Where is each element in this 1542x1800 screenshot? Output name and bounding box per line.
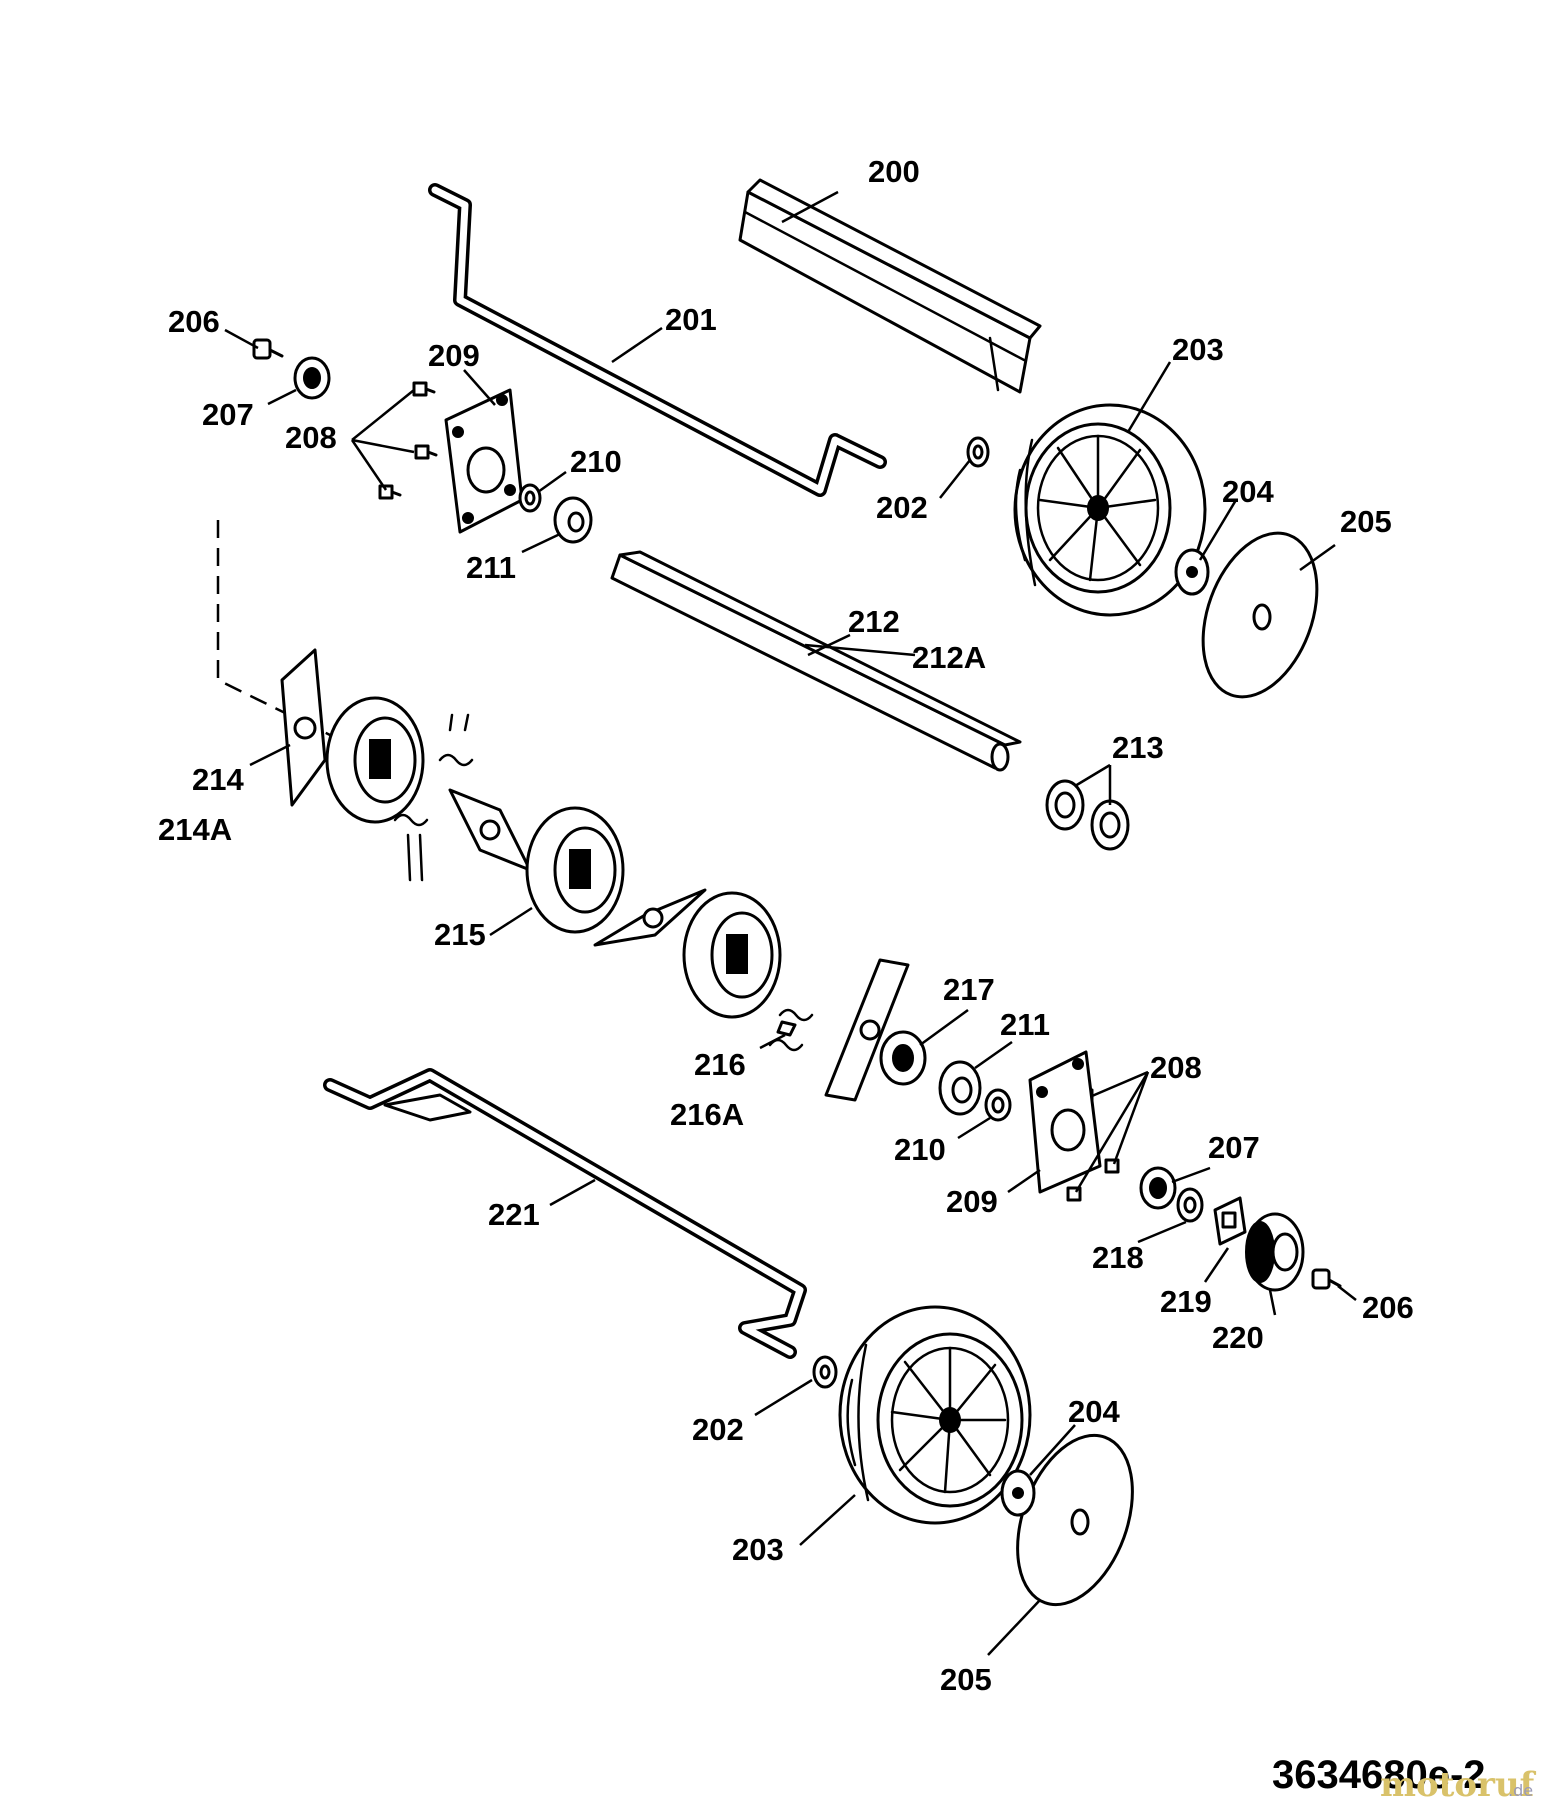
label-210-lower: 210 <box>894 1132 946 1167</box>
label-201: 201 <box>665 302 717 337</box>
label-211-lower: 211 <box>1000 1007 1050 1042</box>
watermark-brand: motoruf <box>1380 1765 1537 1800</box>
part-218-spacer[interactable] <box>1176 1187 1204 1223</box>
part-205-hub-cap-upper[interactable] <box>1182 517 1338 712</box>
label-203-upper: 203 <box>1172 332 1224 367</box>
part-209-bearing-plate-lower[interactable] <box>1028 1050 1102 1194</box>
watermark-tld: .de <box>1508 1781 1533 1800</box>
part-213-washers[interactable] <box>1045 779 1130 851</box>
label-207-upper: 207 <box>202 397 254 432</box>
part-210-washer-lower[interactable] <box>984 1088 1012 1122</box>
part-214-blade-2[interactable] <box>448 788 532 872</box>
part-219-square-washer[interactable] <box>1213 1196 1247 1246</box>
label-200: 200 <box>868 154 920 189</box>
leader-lines <box>224 190 1357 1656</box>
label-211-upper: 211 <box>466 550 516 585</box>
label-210-upper: 210 <box>570 444 622 479</box>
part-207-bearing-lower[interactable] <box>1139 1166 1177 1210</box>
label-218: 218 <box>1092 1240 1144 1275</box>
part-202-washer-lower[interactable] <box>812 1355 838 1389</box>
label-209-lower: 209 <box>946 1184 998 1219</box>
part-206-bolt-lower[interactable] <box>1311 1268 1342 1290</box>
part-209-bearing-plate-upper[interactable] <box>444 388 524 534</box>
part-221-front-axle-rod[interactable] <box>323 1068 807 1359</box>
label-220: 220 <box>1212 1320 1264 1355</box>
label-209-upper: 209 <box>428 338 480 373</box>
label-212A: 212A <box>912 640 986 675</box>
part-labels: 200 201 203 206 209 207 208 210 202 204 … <box>158 154 1414 1697</box>
label-215: 215 <box>434 917 486 952</box>
part-217-bearing[interactable] <box>879 1030 927 1086</box>
label-203-lower: 203 <box>732 1532 784 1567</box>
label-208-lower: 208 <box>1150 1050 1202 1085</box>
label-204-lower: 204 <box>1068 1394 1120 1429</box>
part-215-blade-holder-1[interactable] <box>325 696 425 824</box>
label-207-lower: 207 <box>1208 1130 1260 1165</box>
part-220-drive-gear[interactable] <box>1245 1212 1305 1292</box>
part-204-hub-clip-lower[interactable] <box>1000 1469 1036 1517</box>
label-214: 214 <box>192 762 244 797</box>
part-202-washer-upper[interactable] <box>966 436 990 468</box>
part-214-blade-3[interactable] <box>593 888 707 947</box>
part-201-rear-axle-rod[interactable] <box>428 183 887 497</box>
label-213: 213 <box>1112 730 1164 765</box>
part-211-spacer-upper[interactable] <box>553 496 593 544</box>
label-221: 221 <box>488 1197 540 1232</box>
part-211-spacer-lower[interactable] <box>938 1060 982 1116</box>
part-203-wheel-lower[interactable] <box>838 1305 1032 1525</box>
label-216: 216 <box>694 1047 746 1082</box>
drawing-code: 3634680e-2 <box>1272 1753 1486 1797</box>
label-204-upper: 204 <box>1222 474 1274 509</box>
part-215-blade-holder-2[interactable] <box>525 806 625 934</box>
label-216A: 216A <box>670 1097 744 1132</box>
part-203-wheel-upper[interactable] <box>1013 403 1207 617</box>
part-200-flap-bar[interactable] <box>738 178 1042 394</box>
label-206-upper: 206 <box>168 304 220 339</box>
label-205-upper: 205 <box>1340 504 1392 539</box>
part-210-washer-upper[interactable] <box>518 483 542 513</box>
label-206-lower: 206 <box>1362 1290 1414 1325</box>
label-219: 219 <box>1160 1284 1212 1319</box>
watermark-logo: motoruf .de <box>1380 1765 1537 1800</box>
part-207-bearing-upper[interactable] <box>293 356 331 400</box>
part-204-hub-clip-upper[interactable] <box>1174 548 1210 596</box>
part-215-blade-holder-3[interactable] <box>682 891 782 1019</box>
part-214-blade[interactable] <box>280 648 327 807</box>
label-208-upper: 208 <box>285 420 337 455</box>
label-217: 217 <box>943 972 995 1007</box>
part-214-blade-4[interactable] <box>824 958 910 1102</box>
label-205-lower: 205 <box>940 1662 992 1697</box>
part-208-screws-upper[interactable] <box>378 381 438 500</box>
part-206-bolt-upper[interactable] <box>252 338 284 360</box>
label-202-lower: 202 <box>692 1412 744 1447</box>
label-202-upper: 202 <box>876 490 928 525</box>
label-214A: 214A <box>158 812 232 847</box>
label-212: 212 <box>848 604 900 639</box>
